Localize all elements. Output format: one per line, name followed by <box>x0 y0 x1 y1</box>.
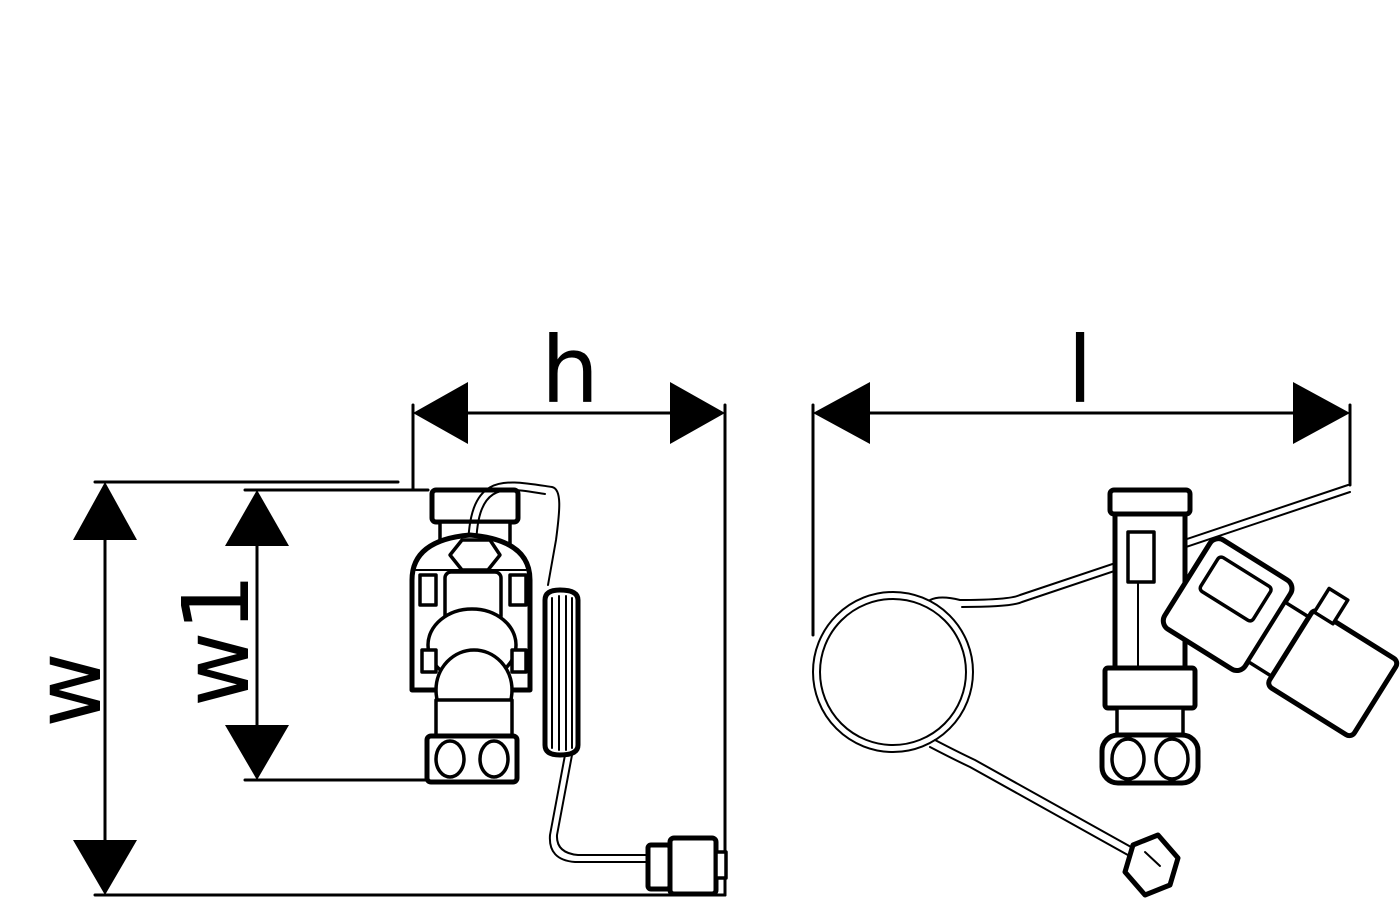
bottom-nut-hole-left <box>434 739 466 779</box>
capillary-tube-upper-inner <box>475 488 546 553</box>
w-arrow-top <box>73 482 137 540</box>
dimension-l: l <box>811 317 1352 637</box>
w-arrow-bottom <box>73 840 137 895</box>
body-tab-right <box>510 648 528 674</box>
bottom-nut-hole-right <box>478 739 510 779</box>
actuator-motor <box>1266 608 1400 739</box>
front-bottom-hole-left <box>1110 737 1146 781</box>
dimension-h: h <box>411 317 727 897</box>
capillary-tube-lower-inner <box>555 754 649 856</box>
actuator-tab-right <box>508 573 528 607</box>
h-arrow-left <box>413 382 468 444</box>
body-tab-left <box>420 648 438 674</box>
l-arrow-right <box>1293 382 1350 444</box>
capillary-loop-outer <box>812 591 974 753</box>
dimension-w: w <box>15 480 727 897</box>
front-body-window <box>1126 530 1156 584</box>
capillary-tube-upper <box>467 481 561 586</box>
sensor-bulb-body <box>667 835 719 897</box>
l-label: l <box>1067 317 1093 424</box>
dimension-w1: w1 <box>163 488 430 782</box>
actuator-cable-gland <box>1312 586 1350 626</box>
l-arrow-left <box>813 382 870 444</box>
sensor-bulb-tip <box>714 850 728 880</box>
actuator-cap <box>448 538 502 572</box>
capillary-loop-inner <box>819 598 967 746</box>
capillary-line-upper-inner <box>961 491 1351 608</box>
front-top-nut <box>1107 487 1193 517</box>
w-label: w <box>15 652 122 727</box>
sensor-tip-mark <box>1144 851 1161 867</box>
front-bottom-hole-right <box>1154 737 1190 781</box>
actuator-label-plate <box>1198 555 1273 623</box>
sensor-bulb-nut <box>645 842 673 892</box>
capillary-tube-lower <box>548 754 649 863</box>
w1-arrow-bottom <box>225 725 289 780</box>
capillary-line-lower <box>934 739 1141 853</box>
h-arrow-right <box>670 382 725 444</box>
actuator-tab-left <box>418 573 438 607</box>
capillary-line-upper <box>929 484 1349 601</box>
front-middle-nut <box>1102 665 1198 711</box>
w1-arrow-top <box>225 490 289 546</box>
front-actuator <box>1160 536 1400 739</box>
sensor-tip <box>1122 832 1181 898</box>
capillary-coil <box>542 587 581 758</box>
capillary-line-lower-inner <box>929 746 1136 860</box>
lower-neck <box>434 698 514 738</box>
w1-label: w1 <box>163 573 270 707</box>
valve-side-view <box>409 481 728 897</box>
h-label: h <box>541 317 599 424</box>
valve-front-view <box>812 484 1400 898</box>
